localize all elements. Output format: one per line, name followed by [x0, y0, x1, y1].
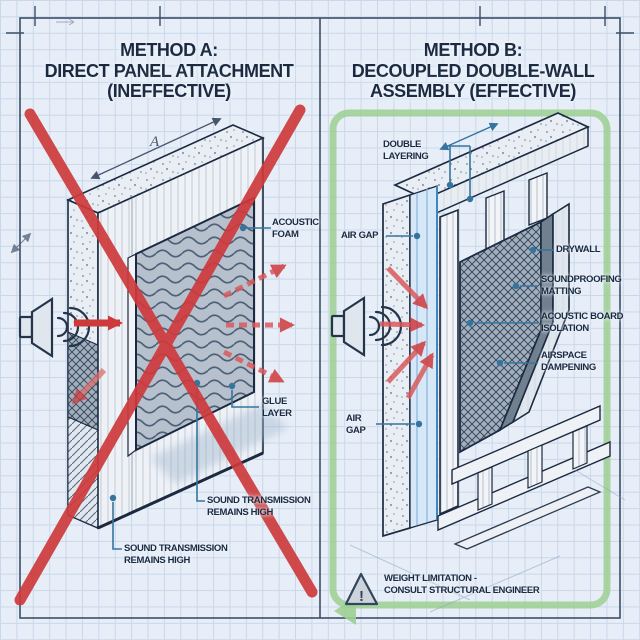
- title-line: DECOUPLED DOUBLE-WALL: [351, 60, 595, 81]
- label-drywall: DRYWALL: [556, 244, 601, 256]
- label-glue-layer: GLUE LAYER: [262, 396, 292, 419]
- transmitted-sound-arrow: [222, 263, 287, 299]
- framing-stud: [527, 444, 543, 489]
- label-air-gap-upper: AIR GAP: [341, 230, 378, 242]
- label-line: DRYWALL: [556, 244, 601, 255]
- title-line: METHOD A:: [120, 40, 218, 60]
- label-line: ACOUSTIC BOARD: [541, 311, 624, 322]
- label-line: GLUE: [262, 396, 287, 407]
- beam-dimension-arrow: [439, 122, 499, 151]
- sound-arrows-method-a: [71, 263, 295, 405]
- label-line: DAMPENING: [541, 361, 596, 373]
- reflected-sound-arrow: [71, 367, 107, 405]
- effective-highlight-box: [329, 109, 611, 609]
- stud: [528, 171, 548, 227]
- label-double-layering: DOUBLE LAYERING: [383, 139, 429, 162]
- label-line: FOAM: [272, 228, 299, 240]
- blocked-sound-arrow: [386, 266, 429, 310]
- title-line: METHOD B:: [423, 40, 523, 60]
- label-acoustic-board-isolation: ACOUSTIC BOARD ISOLATION: [541, 311, 624, 334]
- label-line: ISOLATION: [541, 322, 589, 334]
- label-line: AIR GAP: [341, 230, 379, 241]
- red-x-icon: [14, 104, 318, 606]
- label-line: DOUBLE: [383, 139, 422, 150]
- blocked-sound-arrow: [386, 340, 427, 384]
- label-line: ACOUSTIC: [272, 217, 319, 228]
- label-line: AIRSPACE: [541, 350, 587, 361]
- transmitted-sound-arrow: [222, 349, 285, 384]
- label-soundproofing-matting: SOUNDPROOFING MATTING: [541, 274, 622, 297]
- label-line: WEIGHT LIMITATION -: [384, 573, 477, 584]
- stud: [485, 189, 505, 251]
- label-sound-transmission-upper: SOUND TRANSMISSION REMAINS HIGH: [207, 495, 311, 518]
- blocked-sound-arrow: [379, 317, 425, 333]
- floor-plate: [453, 486, 602, 550]
- dimension-label: A: [149, 134, 160, 150]
- method-b-leader-lines: [376, 145, 553, 428]
- title-line: DIRECT PANEL ATTACHMENT: [44, 60, 294, 81]
- label-line: SOUND TRANSMISSION: [124, 543, 228, 554]
- label-weight-limitation-warning: WEIGHT LIMITATION - CONSULT STRUCTURAL E…: [384, 573, 540, 596]
- label-line: SOUNDPROOFING: [541, 274, 622, 285]
- pencil-guide-lines: [349, 469, 626, 613]
- label-acoustic-foam: ACOUSTIC FOAM: [272, 217, 319, 240]
- speaker-icon: [330, 295, 403, 358]
- warning-triangle-icon: !: [344, 572, 379, 606]
- label-line: REMAINS HIGH: [124, 554, 190, 566]
- frame-tick-marks: [6, 6, 634, 34]
- label-line: LAYER: [262, 407, 292, 419]
- framing-stud: [572, 425, 588, 470]
- sound-arrows-method-b: [379, 266, 435, 400]
- acoustic-board-panel: [459, 220, 542, 454]
- framing-rail: [451, 404, 601, 486]
- label-airspace-dampening: AIRSPACE DAMPENING: [541, 350, 596, 373]
- method-a-title: METHOD A: DIRECT PANEL ATTACHMENT (INEFF…: [28, 40, 310, 102]
- warning-exclamation: !: [359, 588, 364, 605]
- label-line: SOUND TRANSMISSION: [207, 495, 311, 506]
- label-line: AIR: [346, 413, 362, 424]
- title-line: (INEFFECTIVE): [107, 81, 231, 101]
- label-air-gap-lower: AIR GAP: [346, 413, 366, 436]
- acoustic-foam-panel: [135, 196, 255, 452]
- blocked-sound-arrow: [405, 352, 435, 400]
- label-sound-transmission-lower: SOUND TRANSMISSION REMAINS HIGH: [124, 543, 228, 566]
- label-line: REMAINS HIGH: [207, 506, 273, 518]
- dimension-arrow: [90, 117, 222, 180]
- label-line: GAP: [346, 424, 366, 436]
- method-b-drawing: [349, 112, 626, 613]
- stud-front: [439, 208, 459, 516]
- method-b-title: METHOD B: DECOUPLED DOUBLE-WALL ASSEMBLY…: [332, 40, 614, 102]
- label-line: CONSULT STRUCTURAL ENGINEER: [384, 584, 540, 596]
- label-line: LAYERING: [383, 150, 429, 162]
- pencil-arrow-decoration: [56, 18, 75, 26]
- sound-waves-icon: [56, 306, 91, 348]
- method-a-leader-lines: [109, 224, 271, 550]
- speaker-icon: [18, 296, 91, 359]
- label-line: MATTING: [541, 285, 582, 297]
- framing-stud: [477, 466, 493, 511]
- title-line: ASSEMBLY (EFFECTIVE): [369, 81, 577, 101]
